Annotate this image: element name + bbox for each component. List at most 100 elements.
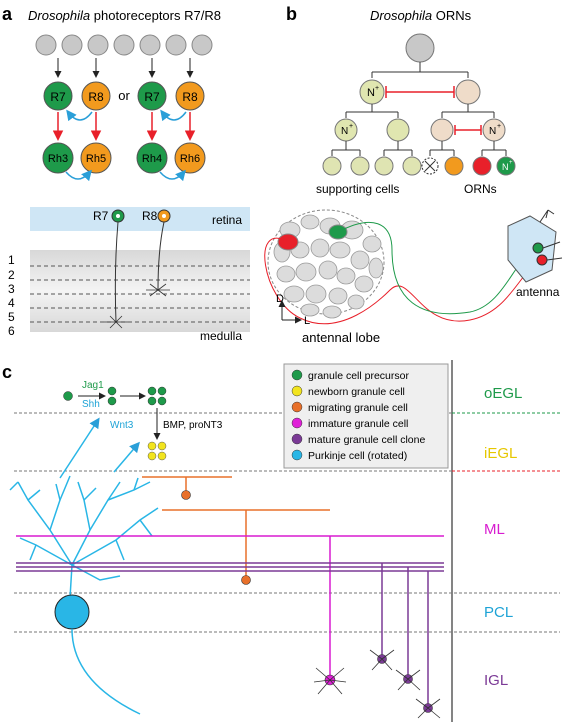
axis-d-label: D bbox=[276, 293, 284, 305]
layer-oegl-label: oEGL bbox=[484, 385, 522, 402]
panel-a-letter: a bbox=[2, 4, 13, 24]
layer-iegl-label: iEGL bbox=[484, 445, 517, 462]
jag1-label: Jag1 bbox=[82, 380, 104, 391]
r8-left-label: R8 bbox=[88, 90, 104, 104]
rh5-cell bbox=[80, 142, 112, 174]
antenna-green-orn bbox=[532, 242, 544, 254]
r8-axon bbox=[157, 221, 165, 291]
rh6-cell bbox=[174, 142, 206, 174]
r7-cell-left bbox=[43, 81, 73, 111]
legend-swatch-purkinje bbox=[291, 449, 303, 461]
medulla-layer-6: 6 bbox=[8, 324, 15, 338]
medulla-layer-2: 2 bbox=[8, 268, 15, 282]
progenitor-cell bbox=[113, 34, 135, 56]
orn-green bbox=[496, 156, 516, 176]
orns-label: ORNs bbox=[464, 182, 497, 196]
precursor-dot bbox=[63, 391, 73, 401]
rh3-label: Rh3 bbox=[48, 153, 68, 165]
panel-c: c oEGL iEGL ML PCL IGL Jag1 Shh BMP, pro… bbox=[2, 360, 560, 722]
retina-r7-label: R7 bbox=[93, 209, 109, 223]
medulla-block bbox=[30, 250, 250, 332]
r8-right-label: R8 bbox=[182, 90, 198, 104]
supporting-cell bbox=[402, 156, 422, 176]
rh4-label: Rh4 bbox=[142, 153, 162, 165]
migrating-granule-cell bbox=[181, 490, 191, 500]
legend-label: migrating granule cell bbox=[308, 402, 408, 414]
n-minus-cell bbox=[455, 79, 481, 105]
antenna-shape bbox=[507, 215, 557, 283]
precursor-cell bbox=[386, 118, 410, 142]
sop-cell bbox=[405, 33, 435, 63]
n-plus-mid-left-label: N bbox=[341, 126, 348, 137]
n-plus-mid-right-label: N bbox=[489, 126, 496, 137]
medulla-layer-5: 5 bbox=[8, 310, 15, 324]
medulla-layer-3: 3 bbox=[8, 282, 15, 296]
r8-cell-right bbox=[175, 81, 205, 111]
rh4-cell bbox=[136, 142, 168, 174]
legend-swatch-immature bbox=[291, 417, 303, 429]
medulla-label: medulla bbox=[200, 329, 242, 343]
orn-red bbox=[472, 156, 492, 176]
panel-b-letter: b bbox=[286, 4, 297, 24]
legend-swatch-precursor bbox=[291, 369, 303, 381]
panel-b: b Drosophila ORNs N + N + N + bbox=[264, 4, 563, 345]
medulla-layer-4: 4 bbox=[8, 296, 15, 310]
supporting-cell bbox=[374, 156, 394, 176]
layer-pcl-label: PCL bbox=[484, 604, 513, 621]
retina-label: retina bbox=[212, 213, 242, 227]
or-label: or bbox=[118, 88, 130, 103]
progenitor-cell bbox=[139, 34, 161, 56]
r7-left-label: R7 bbox=[50, 90, 66, 104]
axis-l-label: L bbox=[304, 315, 310, 327]
r7-axon bbox=[114, 221, 119, 323]
legend-swatch-newborn bbox=[291, 385, 303, 397]
signal-arrow bbox=[66, 109, 93, 122]
legend-swatch-mature bbox=[291, 433, 303, 445]
n-plus-mid-right-sup: + bbox=[497, 123, 501, 130]
progenitor-row bbox=[35, 34, 213, 56]
n-plus-top-label: N bbox=[367, 87, 375, 99]
rh6-label: Rh6 bbox=[180, 153, 200, 165]
legend-label: newborn granule cell bbox=[308, 386, 405, 398]
legend-swatch-migrating bbox=[291, 401, 303, 413]
legend-items: granule cell precursor newborn granule c… bbox=[291, 369, 425, 462]
wnt3-label: Wnt3 bbox=[110, 420, 134, 431]
r7-right-label: R7 bbox=[144, 90, 160, 104]
purkinje-soma bbox=[54, 594, 90, 630]
supporting-cells-label: supporting cells bbox=[316, 182, 399, 196]
purkinje-axon bbox=[71, 628, 141, 715]
signal-arrow bbox=[160, 109, 187, 122]
progenitor-cell bbox=[61, 34, 83, 56]
panel-c-letter: c bbox=[2, 362, 12, 382]
supporting-cell bbox=[350, 156, 370, 176]
legend-label: immature granule cell bbox=[308, 418, 408, 430]
legend-label: Purkinje cell (rotated) bbox=[308, 450, 407, 462]
n-plus-green-label: N bbox=[502, 162, 509, 172]
orn-orange bbox=[444, 156, 464, 176]
progenitor-cell bbox=[165, 34, 187, 56]
panel-b-title: Drosophila ORNs bbox=[370, 8, 472, 23]
retina-band bbox=[30, 207, 250, 231]
medulla-layer-1: 1 bbox=[8, 253, 15, 267]
precursor-cell bbox=[430, 118, 454, 142]
rh3-cell bbox=[42, 142, 74, 174]
antennal-lobe-label: antennal lobe bbox=[302, 330, 380, 345]
antenna-red-orn bbox=[536, 254, 548, 266]
layer-igl-label: IGL bbox=[484, 672, 508, 689]
legend-label: granule cell precursor bbox=[308, 370, 409, 382]
green-orn-axon bbox=[337, 221, 537, 315]
r8-cell-left bbox=[81, 81, 111, 111]
progenitor-cell bbox=[191, 34, 213, 56]
purkinje-dendrites bbox=[9, 475, 159, 599]
layer-ml-label: ML bbox=[484, 521, 505, 538]
n-plus-green-sup: + bbox=[509, 160, 513, 166]
bmp-label: BMP, proNT3 bbox=[163, 420, 223, 431]
supporting-cell bbox=[322, 156, 342, 176]
retina-r8-label: R8 bbox=[142, 209, 158, 223]
signal-arrow bbox=[65, 169, 92, 182]
legend-box bbox=[283, 363, 449, 469]
glomeruli bbox=[273, 214, 384, 319]
signal-arrow bbox=[159, 169, 186, 182]
migrating-granule-cell bbox=[241, 575, 251, 585]
